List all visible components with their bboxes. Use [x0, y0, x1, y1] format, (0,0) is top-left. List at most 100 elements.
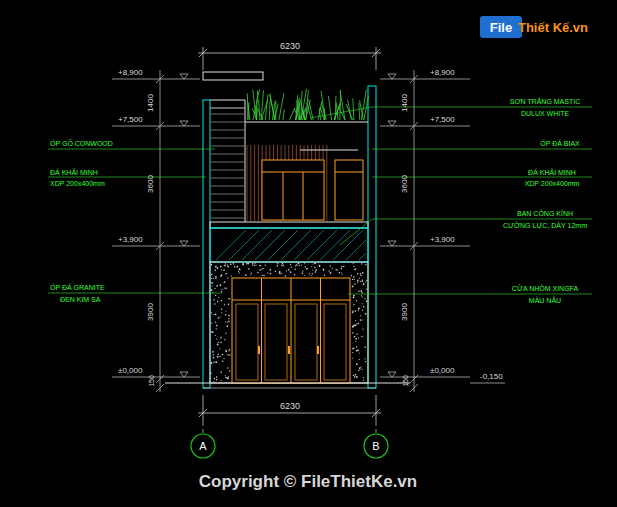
- circle-shape: [309, 273, 310, 274]
- circle-shape: [226, 349, 227, 350]
- material-note: DULUX WHITE: [521, 110, 569, 117]
- circle-shape: [281, 273, 282, 274]
- rect-shape: [262, 160, 324, 220]
- material-note: MÀU NÂU: [529, 297, 561, 304]
- circle-shape: [242, 264, 244, 266]
- line-shape: [160, 70, 161, 392]
- level-mark: +7,500: [430, 116, 455, 124]
- circle-shape: [362, 303, 363, 304]
- circle-shape: [229, 349, 230, 350]
- circle-shape: [357, 280, 358, 281]
- g-shape: [232, 278, 350, 383]
- path-shape: [279, 93, 284, 120]
- rect-shape: [265, 304, 287, 380]
- g-shape: [258, 346, 319, 354]
- circle-shape: [362, 319, 363, 320]
- circle-shape: [354, 310, 356, 312]
- circle-shape: [236, 266, 238, 268]
- circle-shape: [225, 377, 227, 379]
- line-shape: [410, 242, 418, 250]
- circle-shape: [211, 362, 213, 364]
- circle-shape: [220, 266, 221, 267]
- circle-shape: [366, 280, 367, 281]
- circle-shape: [211, 322, 212, 323]
- line-shape: [247, 145, 248, 221]
- circle-shape: [215, 321, 216, 322]
- circle-shape: [322, 269, 324, 271]
- circle-shape: [263, 275, 265, 277]
- circle-shape: [234, 266, 235, 267]
- circle-shape: [215, 266, 217, 268]
- circle-shape: [290, 272, 291, 273]
- polyline-shape: [348, 294, 592, 295]
- g-shape: [112, 70, 505, 392]
- line-shape: [380, 246, 470, 247]
- circle-shape: [363, 379, 364, 380]
- circle-shape: [217, 343, 219, 345]
- line-shape: [376, 395, 377, 420]
- circle-shape: [224, 304, 225, 305]
- line-shape: [211, 178, 244, 179]
- circle-shape: [276, 265, 278, 267]
- line-shape: [211, 114, 244, 115]
- circle-shape: [358, 323, 359, 324]
- line-shape: [410, 375, 418, 383]
- material-note: SƠN TRẮNG MASTIC: [510, 98, 580, 105]
- line-shape: [307, 230, 337, 260]
- circle-shape: [221, 269, 222, 270]
- path-shape: [283, 109, 284, 120]
- circle-shape: [211, 362, 212, 363]
- line-shape: [203, 388, 376, 389]
- dimension: 1400: [401, 94, 409, 112]
- circle-shape: [228, 321, 230, 323]
- circle-shape: [221, 380, 222, 381]
- circle-shape: [215, 313, 217, 315]
- circle-shape: [222, 289, 223, 290]
- circle-shape: [227, 367, 228, 368]
- circle-shape: [360, 290, 362, 292]
- circle-shape: [227, 266, 229, 268]
- circle-shape: [227, 354, 229, 356]
- line-shape: [333, 230, 363, 260]
- path-shape: [388, 74, 396, 79]
- path-shape: [306, 90, 308, 120]
- circle-shape: [291, 267, 292, 268]
- circle-shape: [304, 275, 305, 276]
- line-shape: [198, 53, 381, 54]
- path-shape: [319, 108, 320, 120]
- grid-label: B: [372, 441, 379, 452]
- circle-shape: [359, 352, 360, 353]
- circle-shape: [313, 263, 314, 264]
- line-shape: [198, 413, 381, 414]
- circle-shape: [355, 325, 356, 326]
- circle-shape: [230, 263, 232, 265]
- circle-shape: [224, 304, 225, 305]
- circle-shape: [262, 274, 263, 275]
- circle-shape: [218, 317, 220, 319]
- circle-shape: [288, 269, 289, 270]
- circle-shape: [225, 273, 226, 274]
- circle-shape: [227, 378, 229, 380]
- line-shape: [303, 172, 304, 220]
- circle-shape: [215, 276, 217, 278]
- circle-shape: [352, 352, 353, 353]
- circle-shape: [250, 274, 251, 275]
- circle-shape: [261, 269, 262, 270]
- circle-shape: [323, 269, 324, 270]
- rect-shape: [324, 304, 346, 380]
- line-shape: [261, 278, 262, 383]
- circle-shape: [365, 281, 366, 282]
- g-shape: [247, 89, 368, 120]
- circle-shape: [315, 263, 316, 264]
- level-mark: +3,900: [118, 236, 143, 244]
- level-mark: +8,900: [430, 69, 455, 77]
- circle-shape: [228, 376, 230, 378]
- g-shape: [247, 145, 327, 221]
- circle-shape: [212, 351, 214, 353]
- g-shape: [156, 75, 418, 392]
- circle-shape: [225, 350, 226, 351]
- circle-shape: [220, 337, 221, 338]
- circle-shape: [354, 269, 355, 270]
- dimension: 3600: [147, 175, 155, 193]
- circle-shape: [357, 349, 359, 351]
